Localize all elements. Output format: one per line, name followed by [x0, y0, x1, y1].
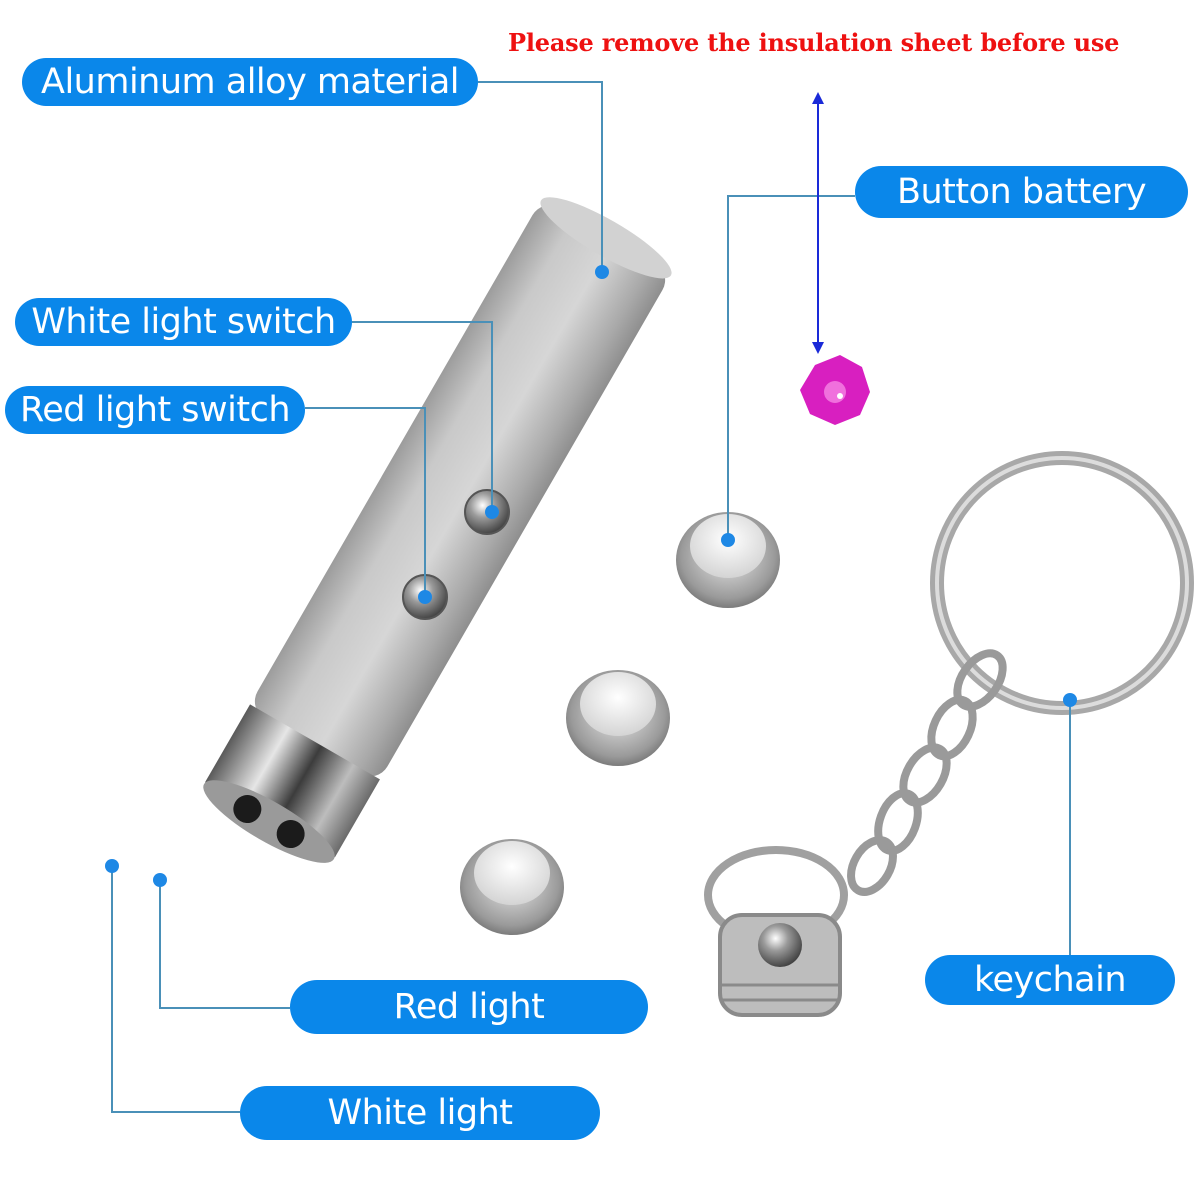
- keychain-ring: [930, 451, 1194, 715]
- keychain-links: [847, 649, 1007, 896]
- label-white-light-switch: White light switch: [15, 298, 352, 346]
- label-white-light: White light: [240, 1086, 600, 1140]
- battery-2: [566, 670, 670, 766]
- insulation-notice: Please remove the insulation sheet befor…: [508, 28, 1120, 57]
- laser-pointer: [203, 197, 672, 863]
- label-button-battery: Button battery: [855, 166, 1188, 218]
- keychain-split-ring: [704, 846, 848, 1017]
- insulation-sheet: [800, 355, 870, 425]
- battery-3: [460, 839, 564, 935]
- label-keychain: keychain: [925, 955, 1175, 1005]
- label-aluminum-alloy: Aluminum alloy material: [22, 58, 478, 106]
- leader-dots: [105, 265, 1077, 887]
- aluminum-tube: [254, 205, 666, 777]
- white-light-lens: [276, 820, 305, 849]
- battery-1: [676, 512, 780, 608]
- metal-cap: [205, 704, 380, 858]
- label-red-light-switch: Red light switch: [5, 386, 305, 434]
- tube-top: [540, 197, 672, 279]
- leader-lines: [111, 81, 1071, 1113]
- label-red-light: Red light: [290, 980, 648, 1034]
- red-light-lens: [233, 795, 262, 824]
